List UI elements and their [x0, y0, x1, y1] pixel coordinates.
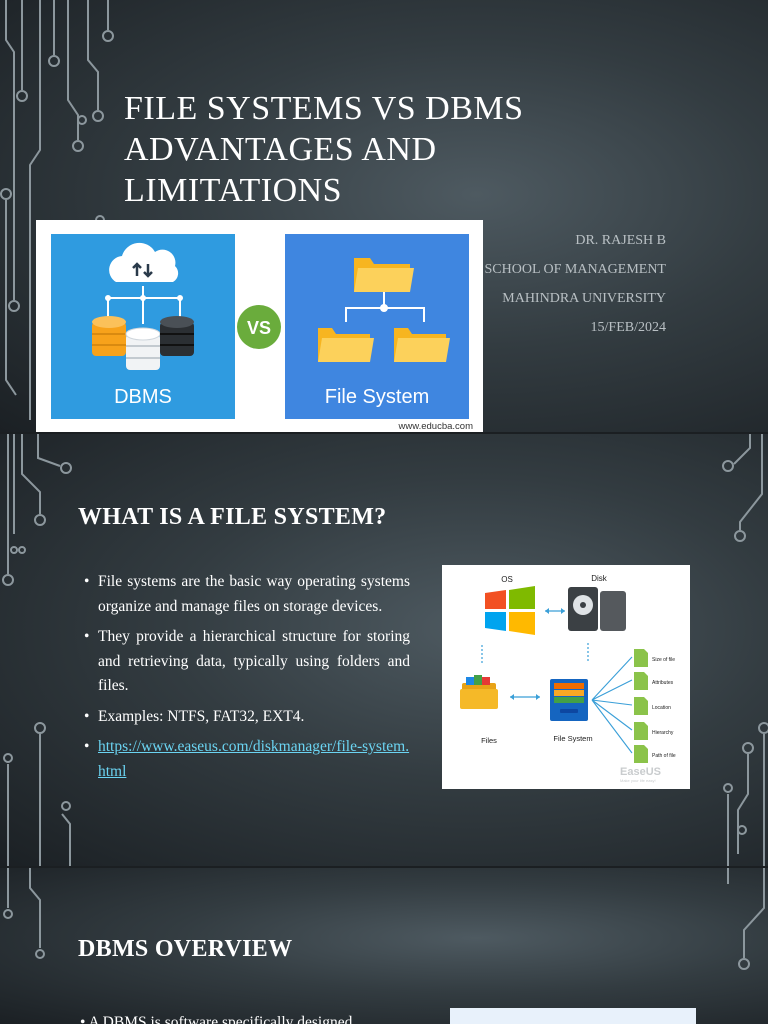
- os-label: OS: [501, 575, 513, 584]
- cloud-sync-icon: [109, 242, 179, 282]
- bullet-text: Examples: NTFS, FAT32, EXT4.: [98, 707, 305, 725]
- bullet-item: • https://www.easeus.com/diskmanager/fil…: [84, 735, 410, 784]
- file-system-label: File System: [325, 386, 429, 408]
- slide-title: FILE SYSTEMS VS DBMS ADVANTAGES AND LIMI…: [124, 90, 524, 209]
- circuit-decoration-left: [2, 434, 72, 866]
- attribute-label: Size of file: [652, 657, 675, 663]
- vs-label: VS: [247, 318, 271, 338]
- folder-files-icon: [460, 675, 498, 709]
- bullet-marker: •: [84, 738, 90, 755]
- bullet-marker: •: [84, 628, 90, 645]
- easeus-watermark: EaseUS: [620, 766, 661, 778]
- bullet-text: A DBMS is software specifically designed: [88, 1014, 353, 1024]
- circuit-decoration-right: [722, 434, 768, 866]
- bullet-item: • Examples: NTFS, FAT32, EXT4.: [84, 705, 410, 730]
- black-database-icon: [160, 316, 194, 356]
- attribute-doc-icon: [634, 672, 648, 690]
- file-system-slide: WHAT IS A FILE SYSTEM? • File systems ar…: [0, 434, 768, 866]
- slide-title: WHAT IS A FILE SYSTEM?: [78, 504, 387, 530]
- title-slide: FILE SYSTEMS VS DBMS ADVANTAGES AND LIMI…: [0, 0, 768, 432]
- dbms-label: DBMS: [114, 386, 172, 408]
- windows-logo-icon: [485, 586, 535, 635]
- file-cabinet-icon: [550, 679, 588, 721]
- easeus-watermark-tagline: Make your life easy!: [620, 778, 656, 783]
- school-name: SCHOOL OF MANAGEMENT: [484, 262, 667, 277]
- presenter-info: DR. RAJESH B SCHOOL OF MANAGEMENT MAHIND…: [485, 226, 667, 342]
- attribute-doc-icon: [634, 697, 648, 715]
- slide-title: DBMS OVERVIEW: [78, 936, 293, 962]
- dbms-overview-slide: DBMS OVERVIEW • A DBMS is software speci…: [0, 868, 768, 1024]
- dbms-image-partial: [450, 1008, 696, 1024]
- circuit-decoration-right: [727, 868, 765, 970]
- image-credit: www.educba.com: [398, 421, 474, 432]
- bullet-item: • They provide a hierarchical structure …: [84, 625, 410, 699]
- top-folder-icon: [354, 258, 414, 292]
- bullet-marker: •: [84, 573, 90, 590]
- attribute-doc-icon: [634, 649, 648, 667]
- attribute-label: Hierarchy: [652, 730, 674, 736]
- attribute-doc-icon: [634, 722, 648, 740]
- author-name: DR. RAJESH B: [575, 233, 666, 248]
- bullet-marker: •: [84, 707, 90, 725]
- dbms-vs-filesystem-image: DBMS VS File System www.educba.com: [36, 220, 483, 432]
- bullet-text: File systems are the basic way operating…: [98, 573, 410, 615]
- bullet-text: They provide a hierarchical structure fo…: [98, 628, 410, 694]
- easeus-link[interactable]: https://www.easeus.com/diskmanager/file-…: [98, 738, 410, 780]
- orange-database-icon: [92, 316, 126, 356]
- hard-disk-icon: [568, 587, 626, 631]
- university-name: MAHINDRA UNIVERSITY: [502, 291, 666, 306]
- circuit-decoration-left: [3, 868, 45, 959]
- attribute-label: Attributes: [652, 680, 674, 686]
- attribute-label: Path of file: [652, 753, 676, 759]
- left-folder-icon: [318, 328, 374, 362]
- presentation-date: 15/FEB/2024: [590, 320, 666, 335]
- bullet-list: • File systems are the basic way operati…: [84, 570, 410, 790]
- vs-badge: [237, 305, 281, 349]
- disk-label: Disk: [591, 574, 608, 583]
- bullet-item: • File systems are the basic way operati…: [84, 570, 410, 619]
- files-label: Files: [481, 736, 497, 745]
- file-system-diagram-label: File System: [553, 734, 592, 743]
- attribute-doc-icon: [634, 745, 648, 763]
- file-system-diagram: OS Disk: [442, 565, 690, 789]
- right-folder-icon: [394, 328, 450, 362]
- bullet-item: • A DBMS is software specifically design…: [80, 1014, 420, 1024]
- bullet-marker: •: [80, 1014, 86, 1024]
- attribute-label: Location: [652, 705, 671, 711]
- white-database-icon: [125, 327, 161, 370]
